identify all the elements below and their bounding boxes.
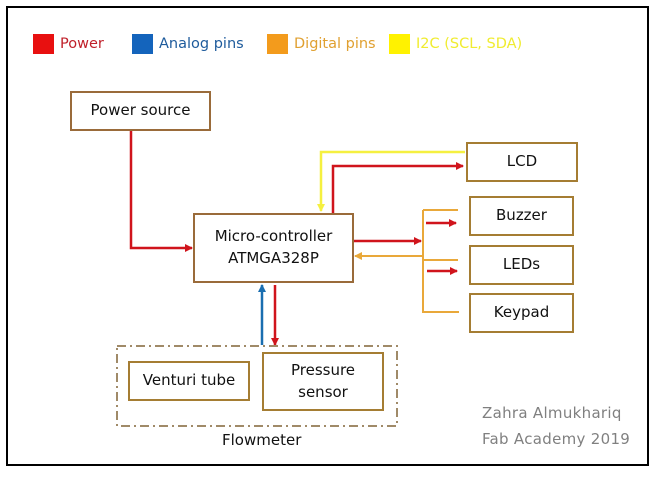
venturi-tube-box: Venturi tube xyxy=(128,361,250,401)
legend-label-power: Power xyxy=(60,36,104,52)
legend-swatch-i2c xyxy=(389,34,410,54)
lcd-label: LCD xyxy=(506,152,538,171)
legend-swatch-digital xyxy=(267,34,288,54)
pressure-sensor-label-line1: Pressure xyxy=(290,360,356,379)
buzzer-box: Buzzer xyxy=(469,196,574,236)
legend-label-digital: Digital pins xyxy=(294,36,376,52)
buzzer-label: Buzzer xyxy=(496,206,547,225)
legend-analog: Analog pins xyxy=(132,34,244,54)
power-source-label: Power source xyxy=(90,101,191,120)
power-line-source-to-mcu xyxy=(129,130,193,252)
legend-swatch-analog xyxy=(132,34,153,54)
keypad-box: Keypad xyxy=(469,293,574,333)
venturi-tube-label: Venturi tube xyxy=(142,371,236,390)
lcd-box: LCD xyxy=(466,142,578,182)
leds-box: LEDs xyxy=(469,245,574,285)
microcontroller-label-line1: Micro-controller xyxy=(214,227,333,246)
pressure-sensor-label-line2: sensor xyxy=(298,382,348,401)
flowmeter-label: Flowmeter xyxy=(222,431,302,449)
credit-author: Zahra Almukhariq xyxy=(482,404,622,422)
legend-label-analog: Analog pins xyxy=(159,36,244,52)
legend-digital: Digital pins xyxy=(267,34,376,54)
microcontroller-box: Micro-controller ATMGA328P xyxy=(193,213,354,283)
legend-power: Power xyxy=(33,34,104,54)
microcontroller-label-line2: ATMGA328P xyxy=(228,249,319,267)
pressure-sensor-box: Pressure sensor xyxy=(262,352,384,411)
i2c-line-lcd-to-mcu xyxy=(317,150,465,212)
credit-program: Fab Academy 2019 xyxy=(482,430,631,448)
legend-label-i2c: I2C (SCL, SDA) xyxy=(416,36,523,52)
leds-label: LEDs xyxy=(502,255,541,274)
legend-i2c: I2C (SCL, SDA) xyxy=(389,34,522,54)
power-source-box: Power source xyxy=(70,91,211,131)
keypad-label: Keypad xyxy=(493,303,550,322)
power-line-mcu-to-lcd xyxy=(331,162,464,213)
legend-swatch-power xyxy=(33,34,54,54)
flowmeter-group xyxy=(116,345,398,427)
